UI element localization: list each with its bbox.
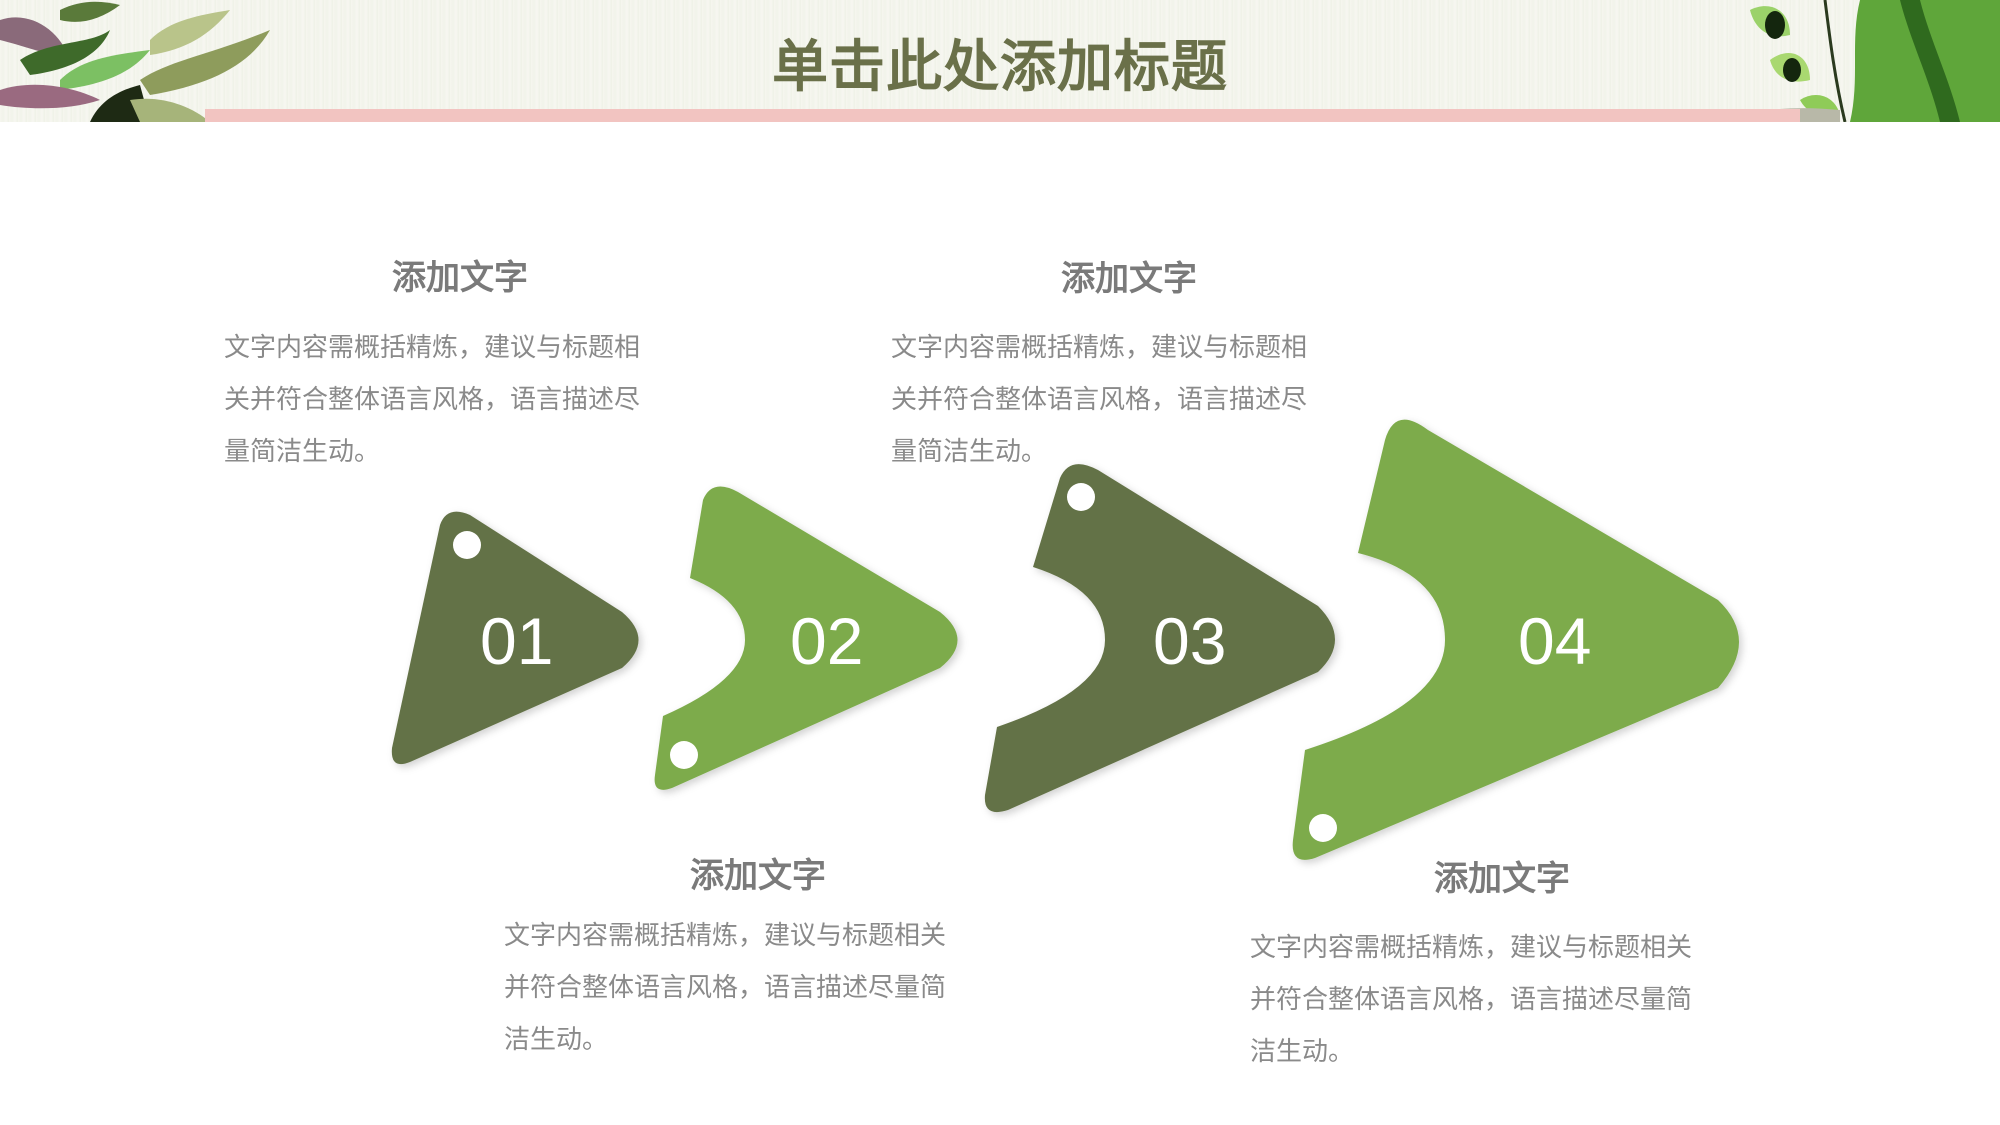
header-banner: [0, 0, 2000, 122]
step-02-line: 洁生动。: [504, 1025, 609, 1055]
step-04-description[interactable]: 文字内容需概括精炼，建议与标题相关 并符合整体语言风格，语言描述尽量简 洁生动。: [1250, 922, 1770, 1078]
step-04-line: 并符合整体语言风格，语言描述尽量简: [1250, 985, 1693, 1015]
step-01-arrow-shape[interactable]: [391, 511, 639, 765]
title-underline-bar: [205, 109, 1800, 122]
step-01-heading[interactable]: 添加文字: [392, 258, 528, 298]
step-03-number: 03: [1153, 604, 1227, 678]
step-02-heading[interactable]: 添加文字: [690, 856, 826, 896]
step-04-line: 洁生动。: [1250, 1037, 1355, 1067]
step-03-line: 关并符合整体语言风格，语言描述尽: [891, 385, 1308, 415]
leaf-decoration-left-icon: [0, 1, 270, 122]
step-01-description[interactable]: 文字内容需概括精炼，建议与标题相 关并符合整体语言风格，语言描述尽 量简洁生动。: [224, 322, 704, 478]
step-03-line: 文字内容需概括精炼，建议与标题相: [891, 333, 1308, 363]
step-04-heading[interactable]: 添加文字: [1434, 859, 1570, 899]
step-03-arrow-shape[interactable]: [984, 464, 1335, 813]
step-01-line: 关并符合整体语言风格，语言描述尽: [224, 385, 641, 415]
step-01-number: 01: [480, 604, 554, 678]
step-03-heading[interactable]: 添加文字: [1061, 259, 1197, 299]
step-02-line: 文字内容需概括精炼，建议与标题相关: [504, 921, 947, 951]
slide-title[interactable]: 单击此处添加标题: [772, 35, 1228, 100]
step-02-line: 并符合整体语言风格，语言描述尽量简: [504, 973, 947, 1003]
step-01-line: 文字内容需概括精炼，建议与标题相: [224, 333, 641, 363]
step-02-description[interactable]: 文字内容需概括精炼，建议与标题相关 并符合整体语言风格，语言描述尽量简 洁生动。: [504, 910, 1024, 1066]
leaf-decoration-right-icon: [1730, 0, 2000, 122]
step-03-line: 量简洁生动。: [891, 437, 1048, 467]
step-02-number: 02: [790, 604, 864, 678]
step-04-line: 文字内容需概括精炼，建议与标题相关: [1250, 933, 1693, 963]
step-02-arrow-shape[interactable]: [654, 486, 958, 790]
step-01-line: 量简洁生动。: [224, 437, 381, 467]
step-03-description[interactable]: 文字内容需概括精炼，建议与标题相 关并符合整体语言风格，语言描述尽 量简洁生动。: [891, 322, 1371, 478]
step-04-number: 04: [1518, 604, 1592, 678]
step-04-arrow-shape[interactable]: [1292, 419, 1739, 860]
